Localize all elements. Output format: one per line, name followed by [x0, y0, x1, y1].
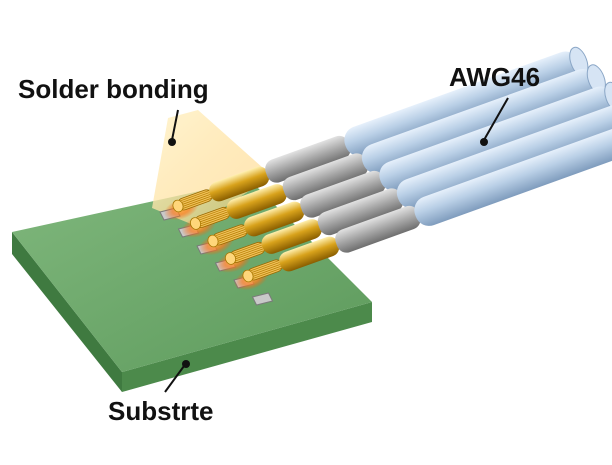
coax-cable — [181, 64, 606, 238]
substrate-leader-dot — [182, 360, 190, 368]
solder-bonding-leader-dot — [168, 138, 176, 146]
metal-shield — [335, 205, 421, 253]
gold-insulator — [226, 184, 287, 219]
strand-line — [250, 264, 281, 276]
substrate-top — [12, 180, 372, 372]
coax-cable — [216, 104, 612, 273]
strand-line — [214, 225, 244, 237]
strand-line — [231, 242, 262, 255]
strand-line — [198, 213, 229, 225]
gold-insulator — [209, 166, 270, 202]
strand-line — [232, 244, 262, 256]
gold-insulator — [244, 201, 305, 237]
awg46-leader — [483, 97, 509, 141]
strand-line — [181, 196, 211, 208]
outer-jacket — [414, 121, 612, 226]
substrate-board — [12, 180, 372, 392]
strand-line — [215, 227, 245, 239]
coax-cable — [198, 81, 612, 256]
jacket-end-cap — [604, 81, 612, 112]
strand-line — [249, 260, 279, 272]
metal-shield — [282, 153, 369, 201]
strand-line — [196, 207, 227, 220]
substrate-leader — [164, 365, 185, 393]
strand-line — [197, 209, 227, 221]
strand-line — [252, 267, 282, 280]
solder-bonding-leader — [171, 109, 179, 141]
awg46-leader-dot — [480, 138, 488, 146]
strand-line — [233, 246, 263, 258]
outer-jacket — [344, 51, 580, 156]
strand-line — [217, 232, 247, 245]
conductor-tip — [189, 217, 202, 230]
substrate-side-right — [122, 302, 372, 392]
strand-line — [250, 262, 280, 274]
conductor-tip — [242, 269, 254, 283]
substrate-label: Substrte — [108, 396, 214, 426]
metal-shield — [265, 135, 351, 183]
coax-cable — [163, 46, 589, 221]
strand-line — [199, 215, 229, 227]
strand-line — [180, 194, 211, 206]
strand-line — [179, 190, 209, 202]
outer-jacket — [379, 86, 612, 191]
outer-jacket — [361, 69, 598, 174]
metal-shield — [317, 188, 404, 236]
outer-jacket — [396, 104, 612, 209]
metal-shield — [300, 170, 386, 218]
conductor-tip — [207, 234, 219, 248]
strand-line — [180, 192, 210, 204]
conductor-tip — [224, 252, 237, 265]
solder-bonding-label: Solder bonding — [18, 74, 209, 104]
strand-line — [198, 211, 228, 223]
strand-line — [182, 197, 212, 210]
strand-line — [216, 231, 246, 243]
gold-insulator — [279, 236, 340, 272]
substrate-side-front — [12, 232, 122, 392]
solder-highlight-cone — [152, 110, 272, 226]
gold-insulator — [261, 219, 322, 254]
coax-cable — [233, 121, 612, 291]
awg46-label: AWG46 — [449, 62, 541, 92]
coax-cables — [163, 46, 612, 291]
strand-line — [251, 266, 281, 278]
strand-line — [215, 229, 246, 241]
bond-pad — [251, 292, 274, 306]
strand-line — [234, 250, 264, 262]
conductor-tip — [172, 199, 184, 213]
strand-line — [233, 248, 264, 260]
